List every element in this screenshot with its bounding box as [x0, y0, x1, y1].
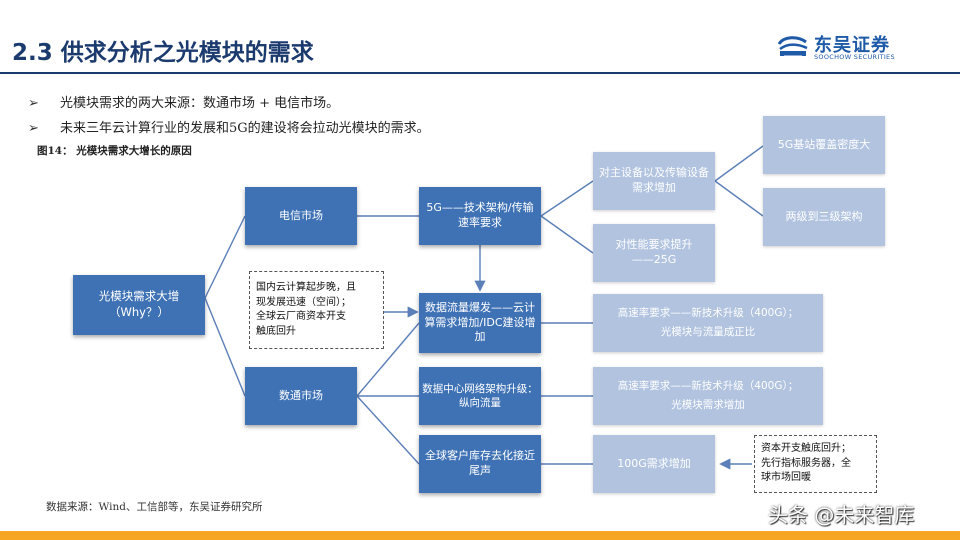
footer-accent-bar: [0, 531, 960, 540]
node-high-speed-demand: 高速率要求——新技术升级（400G）； 光模块需求增加: [593, 367, 823, 425]
node-performance-25g: 对性能要求提升 ——25G: [593, 224, 715, 282]
bullet-item: ➢ 光模块需求的两大来源：数通市场 + 电信市场。: [28, 92, 339, 111]
figure-caption: 图14： 光模块需求大增长的原因: [37, 145, 192, 157]
title-divider: [0, 72, 960, 74]
node-5g-tech: 5G——技术架构/传输 速率要求: [419, 187, 541, 245]
data-source-note: 数据来源：Wind、工信部等，东吴证券研究所: [46, 501, 263, 513]
node-telecom-market: 电信市场: [245, 187, 357, 245]
node-main-equipment-demand: 对主设备以及传输设备 需求增加: [593, 152, 715, 210]
node-traffic-explosion: 数据流量爆发——云计 算需求增加/IDC建设增 加: [419, 293, 541, 353]
node-100g-demand: 100G需求增加: [593, 435, 715, 493]
node-two-to-three-tier: 两级到三级架构: [763, 188, 885, 246]
logo-english-name: SOOCHOW SECURITIES: [814, 53, 895, 61]
connector-equip-density: [714, 145, 764, 182]
connector-5g-equip: [540, 180, 594, 217]
page-title: 2.3 供求分析之光模块的需求: [12, 40, 314, 66]
connector-root-telecom: [204, 215, 246, 299]
note-capex-recovery: 资本开支触底回升； 先行指标服务器，全 球市场回暖: [754, 435, 877, 493]
node-dc-architecture: 数据中心网络架构升级： 纵向流量: [419, 367, 541, 425]
bullet-arrow-icon: ➢: [28, 121, 39, 136]
bullet-item: ➢ 未来三年云计算行业的发展和5G的建设将会拉动光模块的需求。: [28, 117, 430, 136]
node-high-speed-traffic: 高速率要求——新技术升级（400G）； 光模块与流量成正比: [593, 294, 823, 352]
bullet-arrow-icon: ➢: [28, 96, 39, 111]
node-inventory-destock: 全球客户库存去化接近 尾声: [419, 435, 541, 493]
connector-datacom-inventory: [356, 395, 420, 465]
connector-datacom-traffic: [356, 322, 420, 397]
watermark: 头条 @未来智库: [768, 503, 915, 527]
note-domestic-cloud: 国内云计算起步晚，且 现发展迅速（空间）； 全球云厂商资本开支 触底回升: [249, 271, 384, 349]
root-node-demand-growth: 光模块需求大增 （Why？）: [73, 275, 205, 335]
connector-equip-tier: [714, 180, 764, 217]
bullet-text: 光模块需求的两大来源：数通市场 + 电信市场。: [60, 96, 340, 111]
connector-root-datacom: [204, 297, 246, 397]
node-datacom-market: 数通市场: [245, 367, 357, 425]
bullet-text: 未来三年云计算行业的发展和5G的建设将会拉动光模块的需求。: [60, 121, 430, 136]
connector-5g-perf: [540, 215, 594, 254]
node-5g-base-station-density: 5G基站覆盖密度大: [763, 116, 885, 174]
soochow-logo-icon: [777, 36, 808, 57]
logo-chinese-name: 东吴证券: [814, 35, 890, 56]
company-logo: 东吴证券 SOOCHOW SECURITIES: [776, 30, 926, 64]
